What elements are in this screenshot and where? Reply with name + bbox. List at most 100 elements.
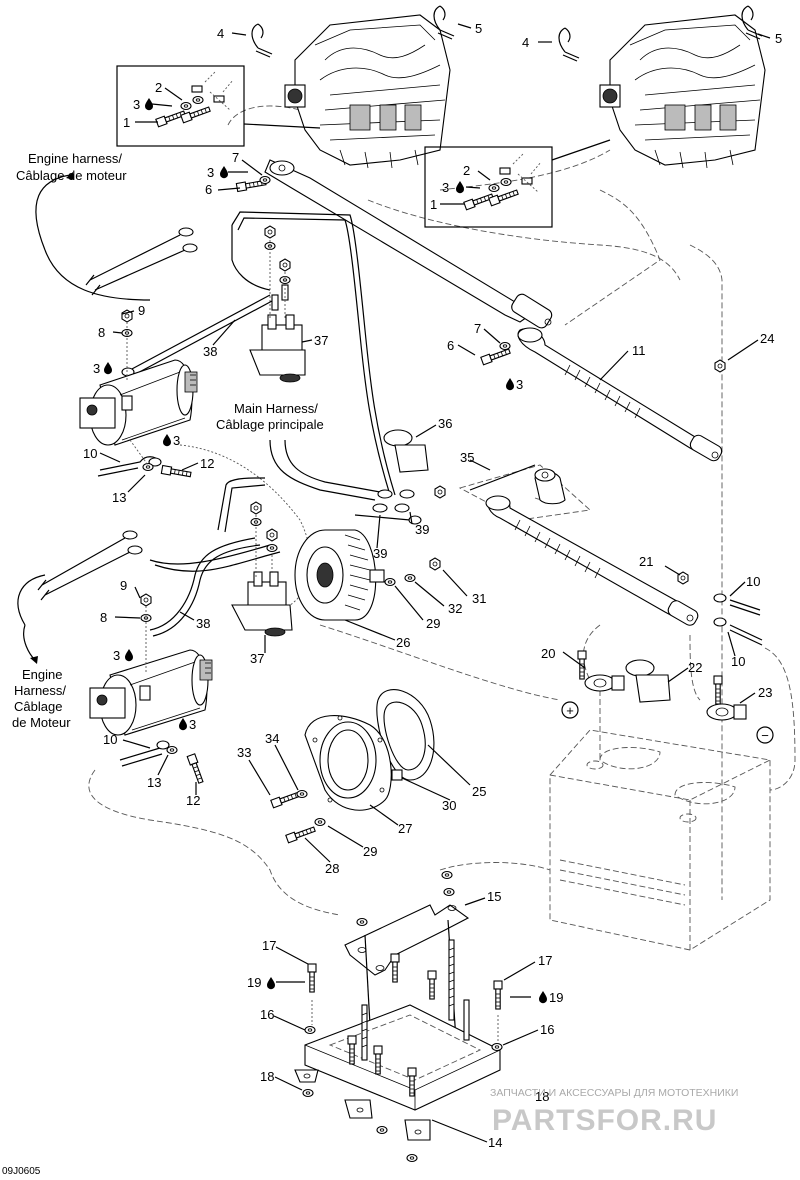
engine-harness-label-2b: Harness/ [14, 683, 66, 698]
callout-3: 3 [173, 433, 180, 448]
washer [376, 1125, 388, 1135]
leader-curve [17, 574, 46, 626]
routing-line [439, 862, 551, 871]
watermark-text: ЗАПЧАСТИ И АКСЕССУАРЫ ДЛЯ МОТОТЕХНИКИ [490, 1087, 738, 1099]
callout-3: 3 [189, 717, 196, 732]
main-harness-wire-1 [231, 211, 396, 496]
wire [231, 225, 271, 291]
callout-13: 13 [112, 490, 126, 505]
callout-5: 5 [475, 21, 482, 36]
washer-7a [259, 175, 271, 185]
screw-33 [270, 789, 302, 809]
routing-line [689, 634, 701, 701]
callout-12: 12 [186, 793, 200, 808]
assembly-line [311, 1000, 499, 1042]
housing-26 [294, 529, 385, 621]
engine-harness-label-1a: Engine harness/ [28, 151, 122, 166]
washer-34 [296, 789, 308, 799]
washer-7b [499, 341, 511, 351]
routing-line [689, 244, 723, 900]
callout-7: 7 [232, 150, 239, 165]
callout-31: 31 [472, 591, 486, 606]
solenoid-37b [231, 571, 293, 637]
callout-24: 24 [760, 331, 774, 346]
callout-10: 10 [103, 732, 117, 747]
washer-13b [166, 745, 178, 755]
engine-harness-label-2d: de Moteur [12, 715, 71, 730]
routing-line [764, 647, 796, 791]
callout-29: 29 [426, 616, 440, 631]
detail-box-1 [116, 65, 321, 147]
callout-4: 4 [217, 26, 224, 41]
callout-36: 36 [438, 416, 452, 431]
nut-21 [677, 571, 689, 585]
callout-38: 38 [203, 344, 217, 359]
cable-38a-b [131, 300, 273, 377]
callout-29: 29 [363, 844, 377, 859]
nut [264, 225, 276, 239]
assembly-line [129, 439, 149, 466]
main-harness-label-b: Câblage principale [216, 417, 324, 432]
callout-6: 6 [447, 338, 454, 353]
callout-17: 17 [538, 953, 552, 968]
callout-2: 2 [155, 80, 162, 95]
callout-21: 21 [639, 554, 653, 569]
callout-38: 38 [196, 616, 210, 631]
callout-37: 37 [250, 651, 264, 666]
battery [549, 729, 771, 951]
terminal-boot [534, 468, 566, 505]
positive-label: + [566, 703, 574, 718]
callout-26: 26 [396, 635, 410, 650]
bolt-17a [307, 963, 317, 993]
routing-line [564, 189, 661, 326]
callout-39: 39 [373, 546, 387, 561]
screw-28 [285, 824, 317, 844]
callout-10: 10 [83, 446, 97, 461]
nut [266, 528, 278, 542]
wire-10d [119, 740, 170, 767]
callout-1: 1 [430, 197, 437, 212]
leader [469, 464, 536, 491]
main-harness-wire-1b [237, 217, 391, 496]
wire [217, 477, 265, 531]
routing-line [227, 105, 301, 126]
terminal-clamp-23 [706, 675, 747, 721]
callout-22: 22 [688, 660, 702, 675]
engine-2 [599, 14, 766, 169]
spacer-30 [391, 769, 403, 781]
callout-9: 9 [138, 303, 145, 318]
washer-16b [491, 1042, 503, 1052]
routing-line [88, 769, 341, 916]
callout-30: 30 [442, 798, 456, 813]
stud [361, 939, 470, 1061]
assembly-line [269, 240, 286, 320]
callout-25: 25 [472, 784, 486, 799]
wire [224, 484, 266, 533]
detail-box-2 [424, 139, 611, 228]
nut-9b [140, 593, 152, 607]
nut-24 [714, 359, 726, 373]
callout-numbers: 4 5 4 5 2 3 1 7 3 6 2 3 1 9 8 38 37 7 6 … [83, 21, 782, 1150]
wire-10a [97, 456, 162, 477]
callout-10: 10 [731, 654, 745, 669]
callout-28: 28 [325, 861, 339, 876]
callout-39: 39 [415, 522, 429, 537]
callout-leaders [99, 23, 771, 1143]
callout-3: 3 [113, 648, 120, 663]
callout-3: 3 [93, 361, 100, 376]
positive-cable-11 [517, 327, 723, 462]
washer [406, 1153, 418, 1163]
callout-8: 8 [98, 325, 105, 340]
callout-16: 16 [260, 1007, 274, 1022]
clamp-4b [558, 27, 580, 62]
routing-line [367, 199, 681, 281]
washer-29b [314, 817, 326, 827]
watermark-logo: PARTSFOR.RU [492, 1104, 717, 1137]
callout-3: 3 [133, 97, 140, 112]
leader-arrow [35, 174, 71, 251]
washer [384, 577, 396, 587]
engine-harness-wires-1 [85, 227, 198, 296]
engine-1 [284, 14, 451, 169]
bolt-12b [186, 753, 206, 785]
ground-cable-top [264, 159, 553, 329]
